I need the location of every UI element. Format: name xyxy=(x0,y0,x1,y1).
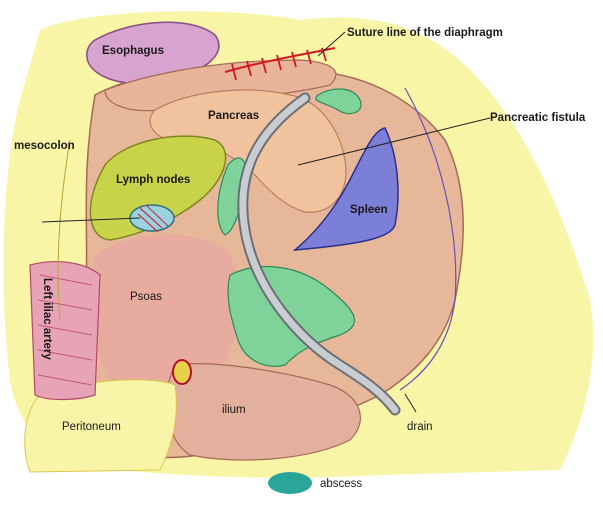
label-peritoneum: Peritoneum xyxy=(62,421,121,433)
abscess-middle xyxy=(217,157,247,236)
upper-band xyxy=(104,59,337,112)
fistula-pointer xyxy=(297,117,491,166)
label-fistula: Pancreatic fistula xyxy=(490,112,586,124)
spleen-shape xyxy=(292,127,399,251)
label-left-iliac-artery: Left iliac artery xyxy=(41,278,53,360)
legend-abscess-swatch xyxy=(268,472,312,494)
left-iliac-artery xyxy=(29,260,101,401)
label-mesocolon: mesocolon xyxy=(14,140,75,152)
legend-abscess-label: abscess xyxy=(320,478,362,490)
drain-pointer xyxy=(404,393,417,413)
label-pancreas: Pancreas xyxy=(208,110,259,122)
lymph-nodes-shape xyxy=(89,135,227,241)
label-psoas: Psoas xyxy=(130,291,162,303)
abscess-upper xyxy=(315,88,362,115)
label-spleen: Spleen xyxy=(350,204,388,216)
label-suture: Suture line of the diaphragm xyxy=(347,27,503,39)
peritoneum-region xyxy=(24,379,177,473)
label-esophagus: Esophagus xyxy=(102,45,164,57)
suture-pointer xyxy=(317,31,346,57)
label-drain: drain xyxy=(407,421,433,433)
ilium-region xyxy=(165,363,361,461)
label-lymph-nodes: Lymph nodes xyxy=(116,174,190,186)
vessel-clip xyxy=(172,359,192,385)
cyst-pointer xyxy=(41,217,141,223)
label-ilium: ilium xyxy=(222,404,246,416)
suture-line xyxy=(224,47,336,73)
